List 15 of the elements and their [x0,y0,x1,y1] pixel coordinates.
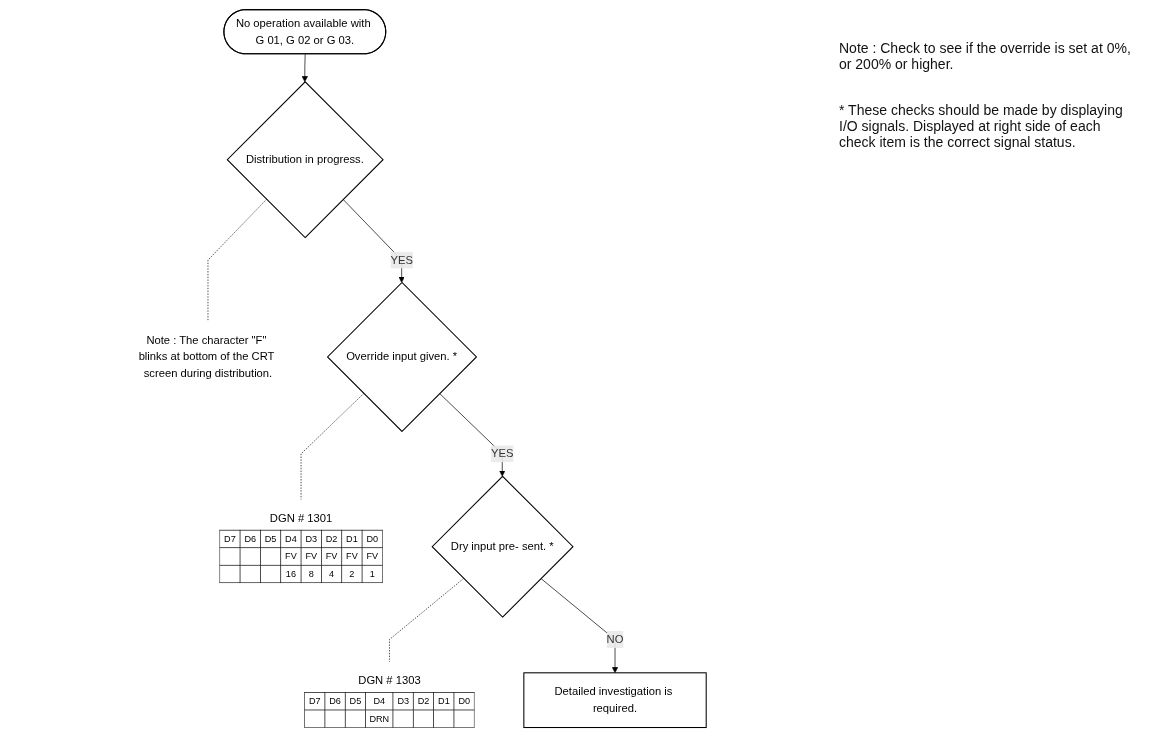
note-text: Note : Check to see if the override is set at 0%, or 200% or higher. [839,40,1132,72]
edge-label: YES [390,253,413,266]
node-text: DGN # 1301 D7 D6 D5 D4 D3 D2 D1 D0 FV FV FV FV FV 16 8 4 2 1 [224,511,379,579]
node-label: DGN # 1303 [358,674,421,686]
edge-label: YES [491,447,514,459]
node-box: Detailed investigation is required. [523,671,707,728]
edge-label: NO [606,632,624,645]
connector [300,392,365,500]
note-text: * These checks should be made by displaying I/O signals. Displayed at right side of each check item is the correct signal status. [839,102,1124,150]
node-diamond: Override input given. * [326,281,478,432]
connector [207,198,267,322]
connector [389,577,464,662]
node-diamond: Dry input pre- sent. * [431,475,574,618]
node-diamond: Distribution in progress. [226,80,384,238]
node-text: Note : The character "F" blinks at bottom of the CRT screen during distribution. [138,333,275,379]
